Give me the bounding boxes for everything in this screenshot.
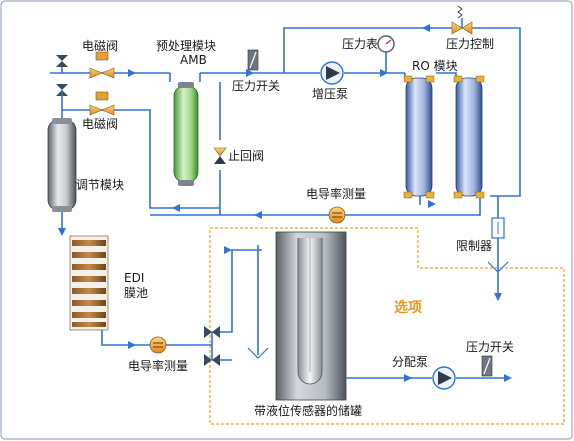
pretreatment-module-label: 预处理模块: [156, 39, 216, 53]
flow-limiter-label: 限制器: [456, 239, 492, 253]
pressure-control-valve-icon: [451, 5, 473, 35]
pressure-switch-bottom-label: 压力开关: [466, 340, 514, 354]
booster-pump-label: 增压泵: [312, 87, 348, 101]
check-valve-icon: [213, 147, 227, 164]
pretreatment-code-label: AMB: [180, 53, 207, 67]
conductivity-meter-top-label: 电导率测量: [306, 186, 366, 201]
conductivity-meter-bottom-label: 电导率测量: [128, 358, 188, 373]
solenoid-valve-top-label: 电磁阀: [82, 38, 118, 53]
manual-valve-bottom-pair-icon: [204, 326, 220, 366]
flow-arrows: [58, 24, 512, 382]
ro-vessel-2: [453, 75, 485, 199]
pressure-switch-bottom-icon: [481, 355, 493, 377]
pipe-network: [50, 18, 521, 379]
pressure-switch-top-icon: [247, 49, 259, 71]
pressure-control-label: 压力控制: [446, 37, 494, 51]
conductivity-meter-bottom-icon: [149, 336, 167, 354]
conductivity-meter-top-icon: [328, 206, 346, 224]
regulating-module-vessel: [47, 118, 77, 212]
storage-tank: [275, 231, 347, 401]
manual-valve-bottom-icon: [56, 84, 68, 110]
storage-tank-label: 带液位传感器的储罐: [254, 403, 362, 418]
options-label: 选项: [394, 299, 422, 316]
regulating-module-label: 调节模块: [76, 178, 124, 192]
flow-limiter-icon: [487, 217, 509, 273]
pretreatment-vessel: [173, 82, 199, 186]
solenoid-valve-bottom-icon: [89, 91, 115, 116]
booster-pump-icon: [320, 61, 344, 85]
edi-label-line1: EDI: [124, 271, 144, 285]
drain-funnel-icon: [247, 347, 269, 359]
solenoid-valve-top-icon: [89, 51, 115, 79]
pressure-gauge-icon: [377, 35, 395, 53]
ro-vessel-1: [403, 75, 435, 199]
edi-label-line2: 膜池: [124, 286, 148, 300]
manual-valve-top-icon: [56, 55, 68, 67]
check-valve-label: 止回阀: [228, 149, 264, 163]
options-region: [209, 227, 565, 425]
edi-module-stack: [69, 235, 109, 331]
solenoid-valve-bottom-label: 电磁阀: [82, 116, 118, 131]
distribution-pump-icon: [432, 366, 456, 390]
pressure-gauge-label: 压力表: [342, 37, 378, 51]
ro-module-label: RO 模块: [412, 59, 458, 73]
pressure-switch-top-label: 压力开关: [232, 79, 280, 93]
distribution-pump-label: 分配泵: [392, 355, 428, 369]
